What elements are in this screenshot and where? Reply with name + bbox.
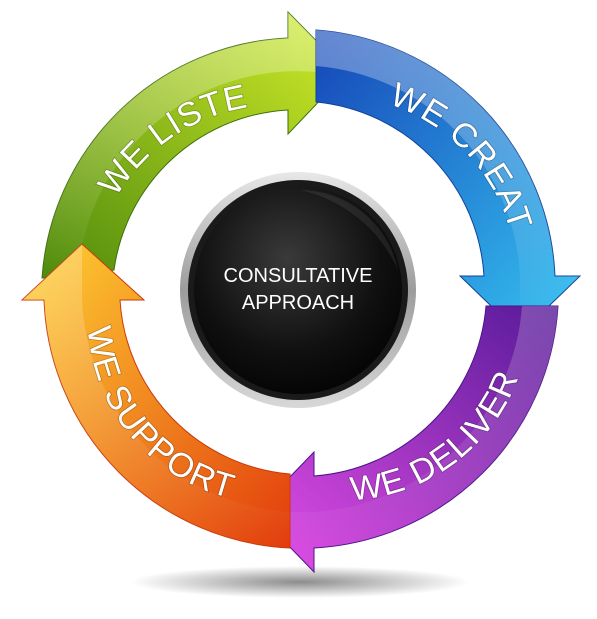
- center-title-line-2: APPROACH: [242, 292, 354, 314]
- center-title-line-1: CONSULTATIVE: [224, 265, 373, 287]
- ground-shadow: [130, 566, 470, 598]
- segment-label-we-listen: WE LISTEN: [0, 0, 251, 202]
- center-badge: CONSULTATIVE APPROACH: [180, 172, 416, 408]
